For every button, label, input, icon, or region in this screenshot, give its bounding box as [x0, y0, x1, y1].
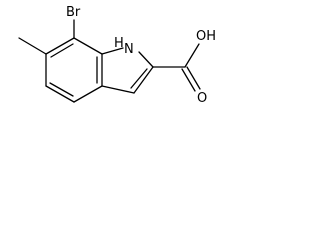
oxygen-atom-label: O: [197, 91, 207, 106]
hydrogen-atom-label: H: [114, 36, 124, 51]
bond-c4-c5: [45, 85, 75, 103]
bond-carboxyl-oh: [184, 43, 200, 68]
bond-c6-c7: [45, 37, 75, 55]
chemical-structure-diagram: Br N H OH O: [18, 5, 216, 106]
bond-c3a-c4: [73, 85, 103, 103]
pyrrole-ring: [101, 47, 154, 94]
benzene-ring: [45, 37, 103, 103]
bond-carboxyl-o-double-b: [181, 68, 196, 92]
bond-c2-c3: [133, 66, 154, 94]
bond-c7-c7a: [73, 37, 103, 55]
bond-c7a-n1: [101, 47, 124, 55]
hydroxyl-group-label: OH: [196, 29, 216, 44]
bond-carboxyl-o-double-a: [186, 66, 201, 90]
bromine-atom-label: Br: [66, 5, 81, 20]
bond-n1-c2: [138, 51, 154, 68]
bond-c6-c7-inner: [50, 43, 74, 58]
bond-c4-c5-inner: [49, 82, 74, 97]
nitrogen-atom-label: N: [124, 42, 134, 57]
bond-c3-c3a: [101, 85, 135, 94]
bond-c2-c3-inner: [130, 68, 148, 89]
bond-c6-methyl: [18, 37, 47, 55]
substituents: [18, 19, 201, 92]
